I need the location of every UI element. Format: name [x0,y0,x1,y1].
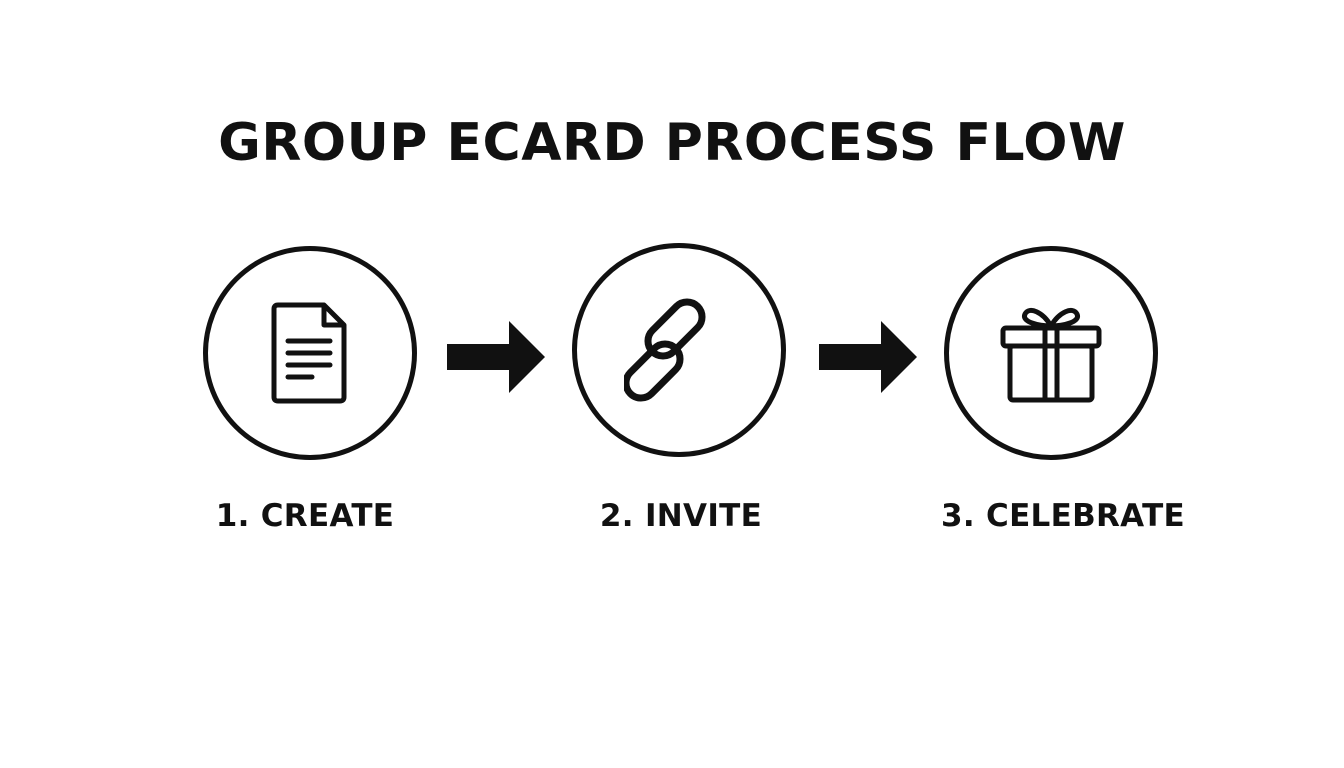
step-celebrate-circle [944,246,1158,460]
arrow-right-icon [819,321,917,393]
step-invite-circle [572,243,786,457]
document-icon [271,302,347,404]
link-icon [624,298,706,402]
gift-icon [1000,308,1102,403]
step-create-label: 1. CREATE [215,498,395,534]
arrow-right-icon [447,321,545,393]
diagram-title: GROUP ECARD PROCESS FLOW [218,113,1126,173]
step-create-circle [203,246,417,460]
step-invite-label: 2. INVITE [599,498,763,534]
step-celebrate-label: 3. CELEBRATE [940,498,1185,534]
